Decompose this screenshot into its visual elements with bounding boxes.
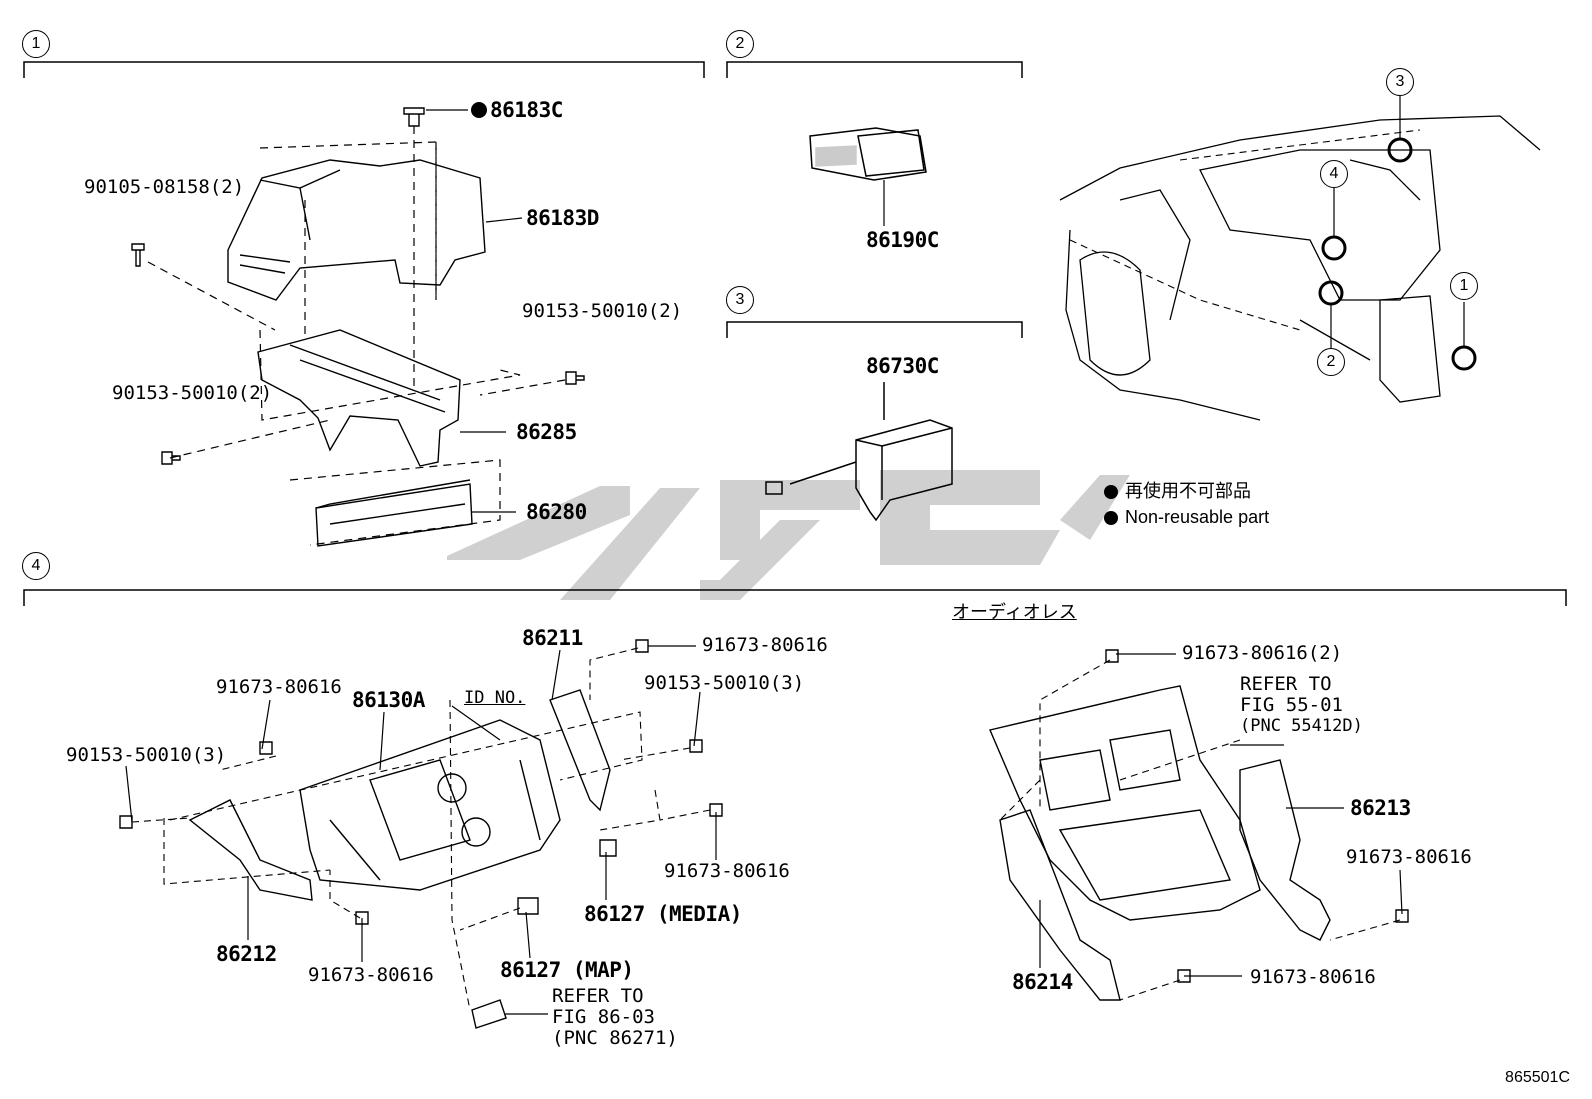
section-number-2: 2 [726,30,754,58]
part-86212: 86212 [216,942,277,966]
part-86127-map: 86127 (MAP) [500,958,634,982]
sec4-left-parts [119,639,723,1029]
part-91673-80616-bottom-left: 91673-80616 [308,964,434,986]
id-number-label: ID NO. [464,688,526,708]
refer-86-03-line2: FIG 86-03 [552,1006,655,1028]
part-91673-80616-right: 91673-80616 [1346,846,1472,868]
section-number-3: 3 [726,286,754,314]
sec4-right-dashed [999,659,1401,1001]
part-91673-80616-upper-left: 91673-80616 [216,676,342,698]
locator-number-2: 2 [1317,348,1345,376]
legend-non-reusable-en: Non-reusable part [1104,508,1269,526]
catalog-number: 865501C [1505,1069,1570,1086]
part-86211: 86211 [522,626,583,650]
part-86213: 86213 [1350,796,1411,820]
refer-fig-55-01: REFER TO FIG 55-01 (PNC 55412D) [1240,674,1363,737]
non-reusable-dot-icon [1104,511,1118,526]
refer-fig-86-03: REFER TO FIG 86-03 (PNC 86271) [552,986,678,1049]
part-91673-80616-top: 91673-80616 [702,634,828,656]
refer-55-01-line2: FIG 55-01 [1240,694,1343,716]
section-4-title: オーディオレス [952,602,1077,623]
legend-en-text: Non-reusable part [1125,507,1270,527]
part-86285: 86285 [516,420,577,444]
locator-number-1: 1 [1450,272,1478,300]
locator-car-view [1059,115,1541,421]
non-reusable-dot-icon [1104,485,1118,500]
part-86214: 86214 [1012,970,1073,994]
refer-86-03-line3: (PNC 86271) [552,1027,678,1049]
part-86130A: 86130A [352,688,425,712]
part-91673-80616-mid-right: 91673-80616 [664,860,790,882]
sec1-dashed [147,126,566,546]
part-86730C: 86730C [866,354,939,378]
locator-dashed [1069,129,1421,331]
sec2-part [809,127,927,181]
part-86183D: 86183D [526,206,599,230]
refer-55-01-line3: (PNC 55412D) [1240,716,1363,736]
sec4-left-dashed [131,647,711,1011]
part-90153-50010-right: 90153-50010(2) [522,300,683,322]
legend-non-reusable-jp: 再使用不可部品 [1104,482,1251,500]
part-86190C: 86190C [866,228,939,252]
sec3-part [765,382,953,522]
locator-leaders [1330,96,1465,350]
part-86183C: 86183C [490,98,563,122]
part-90153-50010-left: 90153-50010(2) [112,382,273,404]
part-86127-media: 86127 (MEDIA) [584,902,742,926]
leader-lines [125,109,1403,1015]
part-91673-80616-bottom-right: 91673-80616 [1250,966,1376,988]
section-brackets [23,61,1567,606]
part-90105-08158: 90105-08158(2) [84,176,245,198]
sec1-parts [131,107,585,547]
locator-number-4: 4 [1320,160,1348,188]
part-86280: 86280 [526,500,587,524]
refer-55-01-line1: REFER TO [1240,673,1332,695]
refer-86-03-line1: REFER TO [552,985,644,1007]
section-number-4: 4 [22,552,50,580]
section-number-1: 1 [22,30,50,58]
part-91673-80616-2: 91673-80616(2) [1182,642,1343,664]
legend-jp-text: 再使用不可部品 [1125,481,1251,501]
locator-number-3: 3 [1386,68,1414,96]
part-90153-50010-left-3: 90153-50010(3) [66,744,227,766]
watermark-logo [447,470,1130,600]
locator-markers [1318,137,1477,371]
non-reusable-markers [471,102,487,118]
part-90153-50010-right-3: 90153-50010(3) [644,672,805,694]
